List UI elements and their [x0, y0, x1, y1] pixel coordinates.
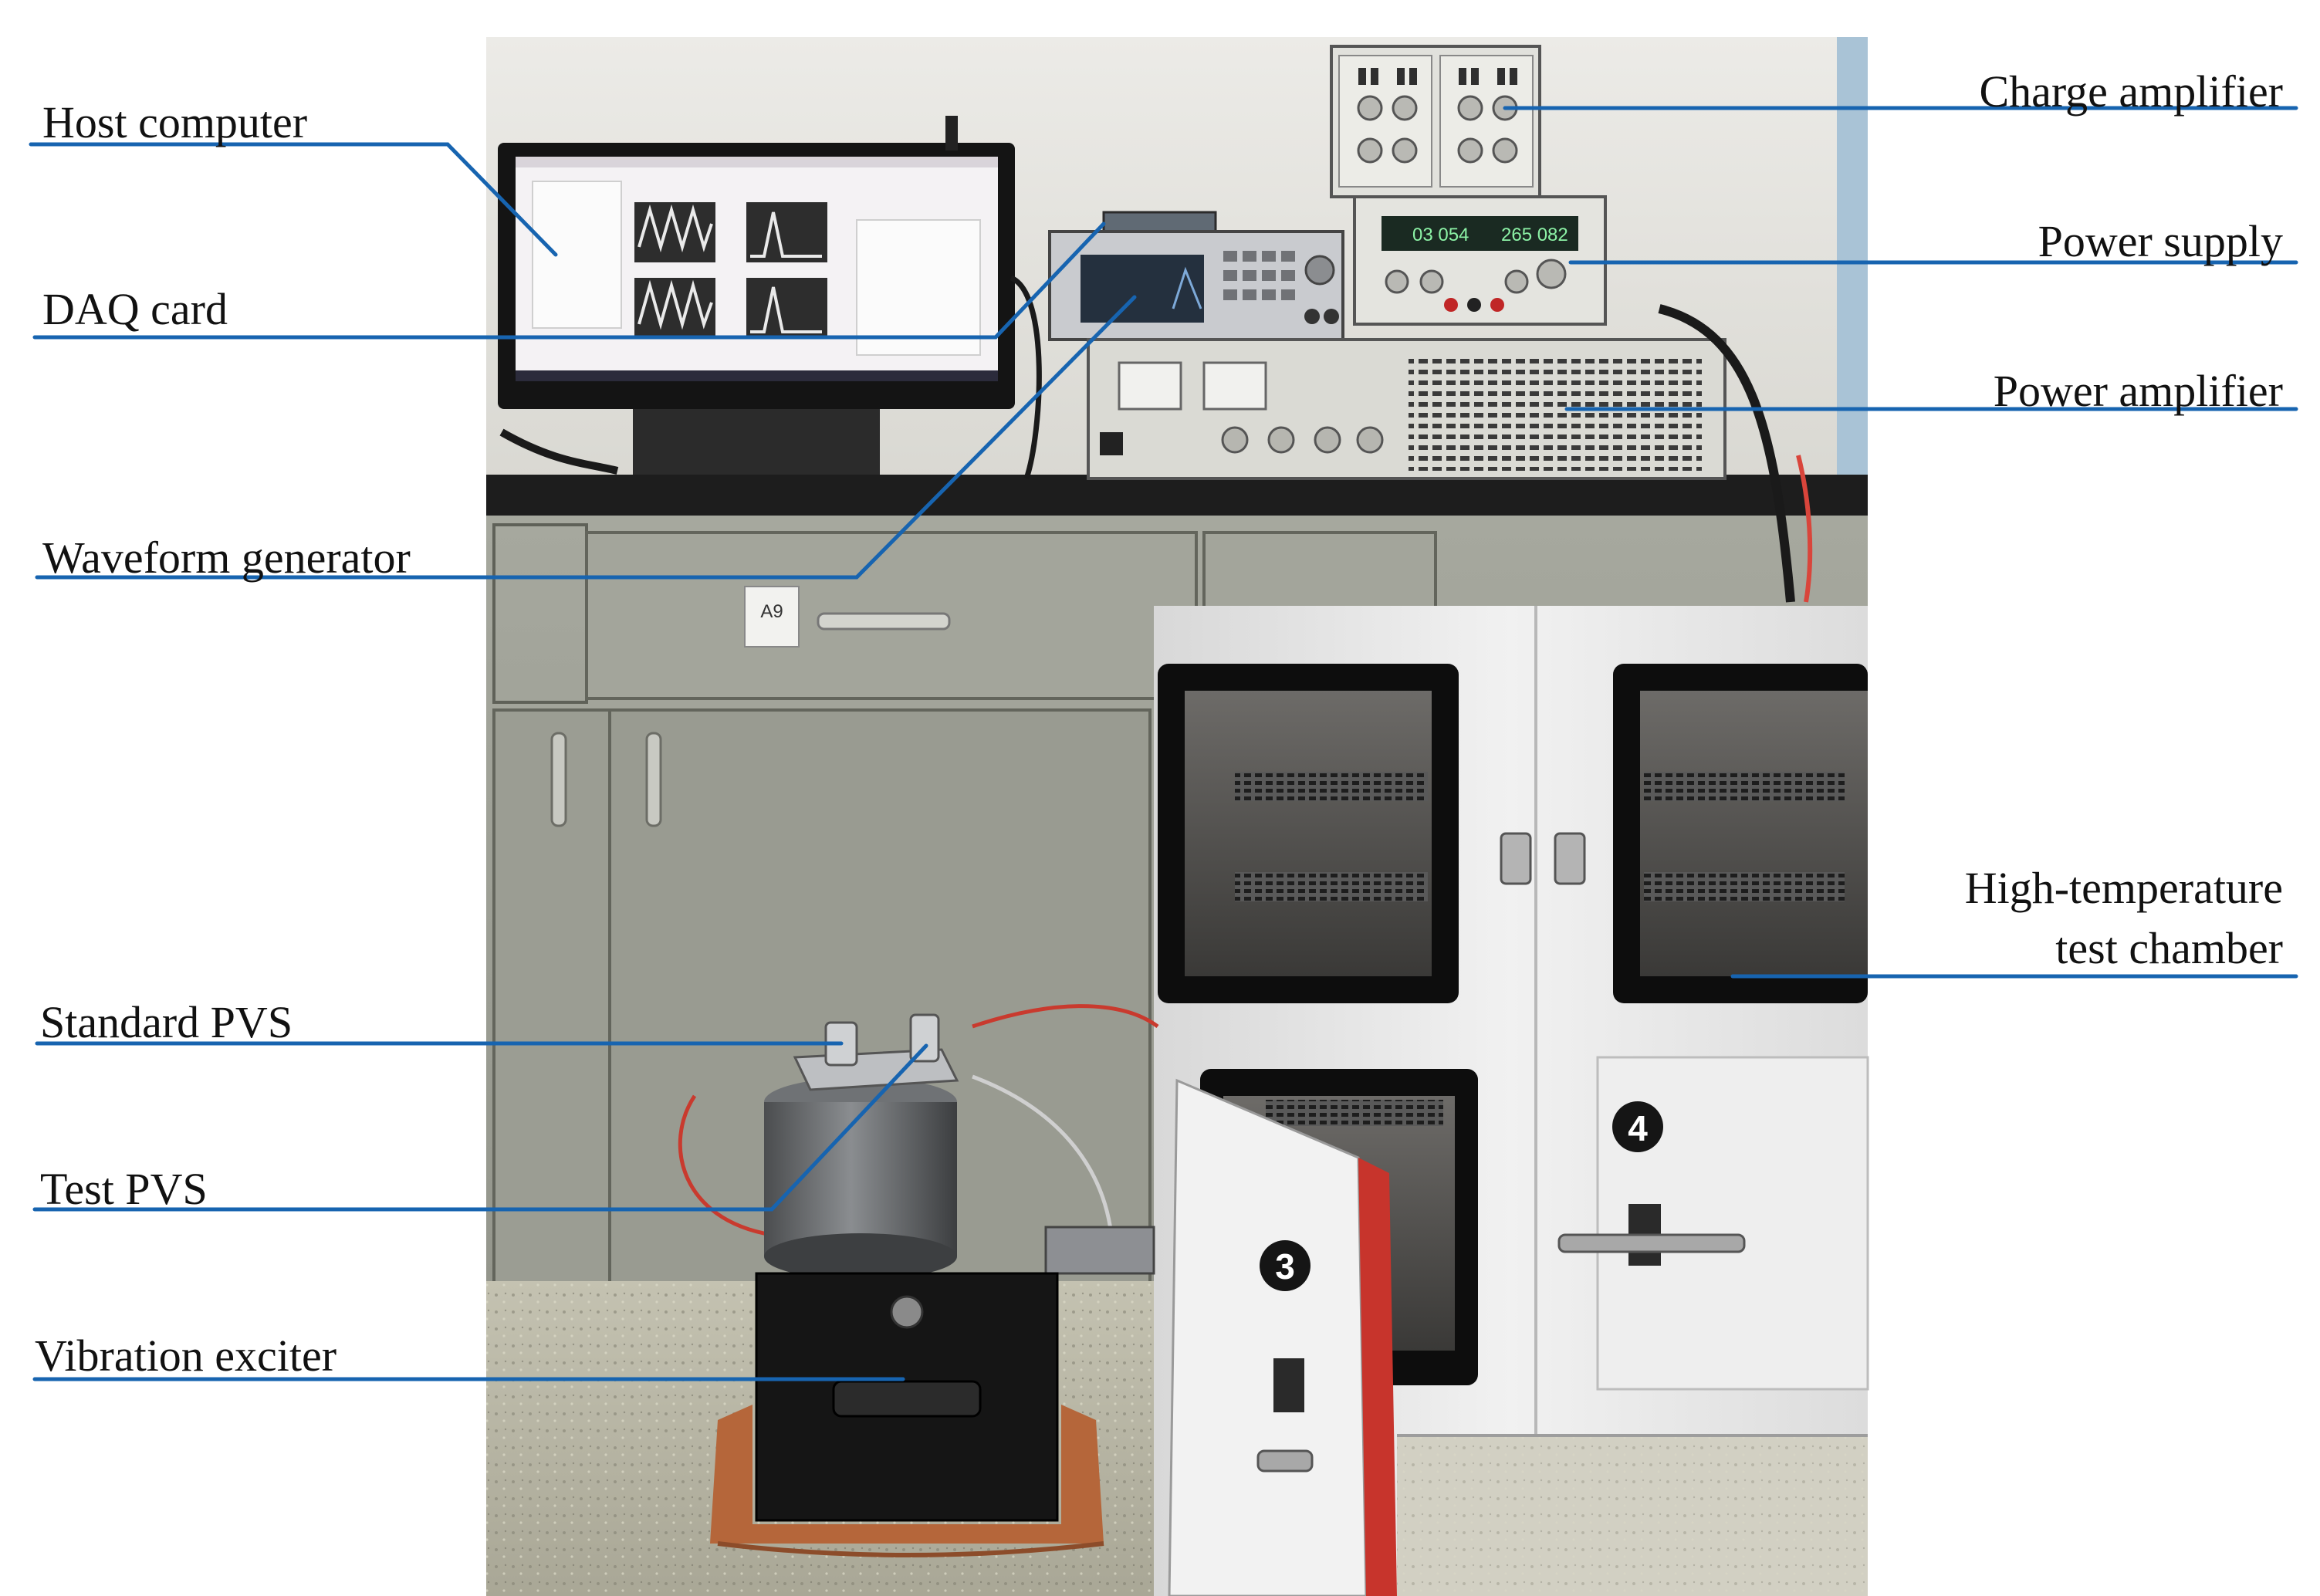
- door-number-4: 4: [1628, 1108, 1648, 1148]
- leader-waveform-generator: [35, 295, 1137, 580]
- label-test-pvs: Test PVS: [40, 1164, 208, 1214]
- leader-daq-card: [32, 221, 1106, 340]
- label-chamber-line1: High-temperature: [1964, 863, 2283, 913]
- label-power-amplifier: Power amplifier: [1993, 366, 2283, 416]
- label-host-computer: Host computer: [42, 97, 308, 147]
- label-daq-card: DAQ card: [42, 284, 228, 334]
- label-power-supply: Power supply: [2038, 216, 2283, 266]
- label-vibration-exciter: Vibration exciter: [35, 1331, 337, 1381]
- leader-test-pvs: [32, 1043, 928, 1212]
- psu-display-right: 265 082: [1501, 225, 1568, 245]
- label-standard-pvs: Standard PVS: [40, 997, 293, 1047]
- label-chamber-line2: test chamber: [2055, 923, 2283, 973]
- leader-host-computer: [29, 142, 558, 257]
- psu-display-left: 03 054: [1412, 225, 1469, 245]
- drawer-tag: A9: [760, 601, 783, 622]
- label-waveform-generator: Waveform generator: [42, 533, 411, 583]
- label-charge-amplifier: Charge amplifier: [1979, 66, 2283, 117]
- door-number-3: 3: [1275, 1246, 1295, 1287]
